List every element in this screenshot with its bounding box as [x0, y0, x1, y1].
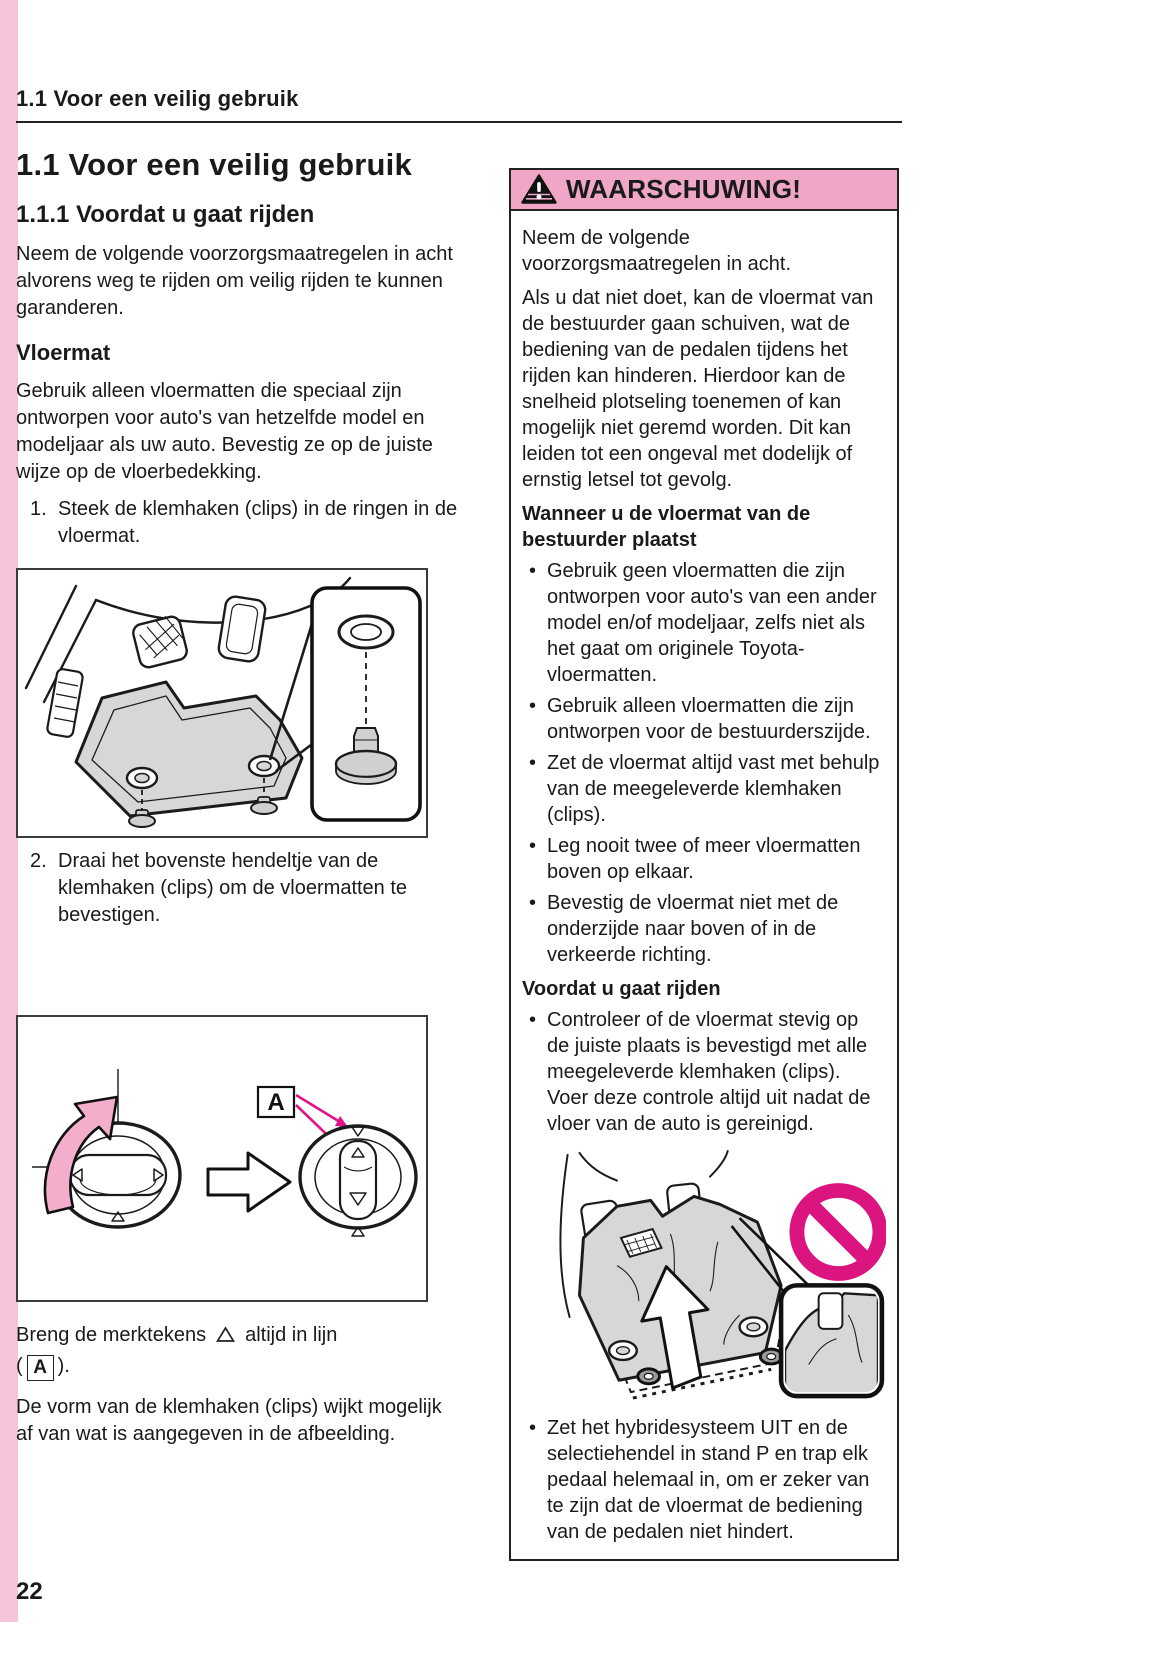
a-label-badge: A [26, 1355, 54, 1381]
vloermat-paragraph: Gebruik alleen vloermatten die speciaal … [16, 380, 433, 483]
warning-paragraph: Als u dat niet doet, kan de vloermat van… [522, 287, 874, 491]
warning-subheading-placing: Wanneer u de vloermat van de bestuurder … [522, 503, 811, 551]
svg-text:A: A [267, 1089, 284, 1116]
warning-bullet: Leg nooit twee of meer vloermatten boven… [522, 833, 886, 885]
warning-header: WAARSCHUWING! [511, 170, 897, 211]
section-title: 1.1 Voor een veilig gebruik [16, 147, 412, 182]
warning-bullet-list-final: Zet het hybridesysteem UIT en de selecti… [522, 1415, 886, 1545]
page-content: 1.1 Voor een veilig gebruik 1.1 Voor een… [16, 86, 902, 1561]
warning-bullet-list-before: Controleer of de vloermat stevig op de j… [522, 1007, 886, 1137]
warning-bullet: Controleer of de vloermat stevig op de j… [522, 1007, 886, 1137]
warning-box: WAARSCHUWING! Neem de volgende voorzorgs… [509, 168, 899, 1561]
footrest [46, 668, 84, 738]
warning-bullet: Gebruik alleen vloermatten die zijn ontw… [522, 693, 886, 745]
running-header: 1.1 Voor een veilig gebruik [16, 86, 902, 123]
hatch-pad [619, 1227, 663, 1258]
page-number: 22 [16, 1578, 43, 1605]
warning-subheading-before-driving: Voordat u gaat rijden [522, 978, 721, 1000]
warning-bullet: Zet het hybridesysteem UIT en de selecti… [522, 1415, 886, 1545]
warning-paragraph: Neem de volgende voorzorgsmaatregelen in… [522, 227, 792, 275]
mat-underside-drawing [559, 1149, 888, 1400]
warning-bullet-list-placing: Gebruik geen vloermatten die zijn ontwor… [522, 558, 886, 968]
warning-triangle-icon [521, 174, 557, 204]
right-column: WAARSCHUWING! Neem de volgende voorzorgs… [509, 168, 899, 1561]
mat-grommets [607, 1316, 769, 1362]
warning-title: WAARSCHUWING! [566, 173, 802, 204]
step-text: Steek de klemhaken (clips) in de ringen … [58, 498, 458, 547]
up-arrow-icon [640, 1265, 710, 1390]
warning-bullet: Gebruik geen vloermatten die zijn ontwor… [522, 558, 886, 688]
step-number: 1. [30, 498, 47, 520]
subsection-title: 1.1.1 Voordat u gaat rijden [16, 201, 315, 228]
step-number: 2. [30, 850, 47, 872]
warning-body: Neem de volgende voorzorgsmaatregelen in… [511, 211, 897, 1559]
step-text: Draai het bovenste hendeltje van de klem… [58, 850, 408, 926]
pedal [217, 595, 267, 663]
vloermat-heading: Vloermat [16, 340, 111, 365]
clip-after [298, 1124, 418, 1237]
warning-bullet: Bevestig de vloermat niet met de onderzi… [522, 890, 886, 968]
left-column: 1.1 Voor een veilig gebruik 1.1.1 Voorda… [16, 139, 459, 1448]
right-arrow-icon [206, 1151, 292, 1213]
floor-mat [74, 680, 304, 818]
warning-bullet: Zet de vloermat altijd vast met behulp v… [522, 750, 886, 828]
mat-installation-drawing [24, 576, 422, 828]
step-item-2: 2. Draai het bovenste hendeltje van de k… [16, 848, 459, 929]
clip-before [54, 1121, 182, 1229]
figure-clip-rotation: A [16, 1015, 428, 1302]
shape-difference-note: De vorm van de klemhaken (clips) wijkt m… [16, 1396, 442, 1445]
clip-detail-inset [310, 586, 422, 822]
figure-mat-installation [16, 568, 428, 838]
step-item-1: 1. Steek de klemhaken (clips) in de ring… [16, 496, 459, 550]
clip-rotation-drawing: A [32, 1069, 418, 1237]
clip-label-a-box: A [256, 1085, 296, 1119]
intro-paragraph: Neem de volgende voorzorgsmaatregelen in… [16, 243, 453, 319]
prohibition-icon [789, 1183, 888, 1281]
page-edge-stripe [0, 0, 18, 1622]
figure-mat-underside [522, 1147, 888, 1409]
rotate-arrow-icon [43, 1095, 119, 1215]
pedal-hatched [132, 615, 188, 669]
floor-clips [128, 778, 278, 828]
mat-grommets [125, 754, 281, 790]
underside-inset [778, 1283, 885, 1399]
triangle-up-outline-icon [216, 1326, 236, 1342]
